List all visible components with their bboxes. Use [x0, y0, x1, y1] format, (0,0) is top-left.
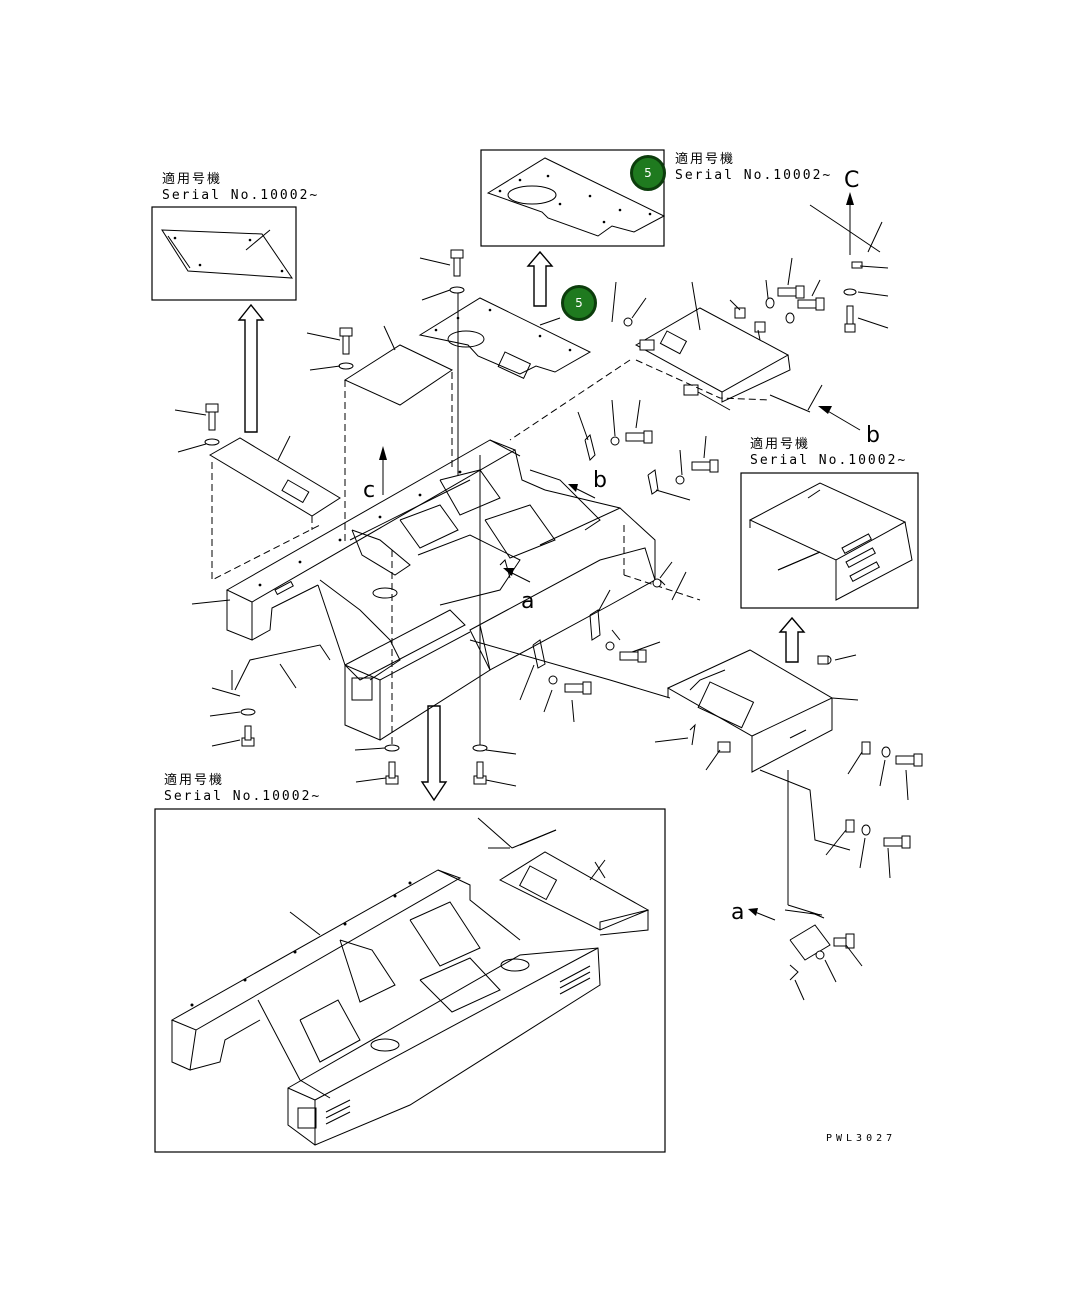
view-letter-C-upper: C [844, 168, 860, 193]
callout-badge-5-main[interactable]: 5 [561, 285, 597, 321]
right-lower-cover [469, 639, 834, 773]
left-cover-plate [209, 437, 341, 581]
arrow-up-left [237, 303, 265, 433]
callout-number: 5 [575, 296, 583, 310]
callout-badge-5-inset[interactable]: 5 [630, 155, 666, 191]
bolt-cover-mid [338, 327, 354, 370]
figure-code: PWL3027 [826, 1133, 897, 1144]
inset-box-frame [154, 808, 666, 1153]
inset-box-left-cover [151, 206, 297, 301]
view-letter-b-right: b [866, 423, 880, 448]
inset-box-top-cover [480, 149, 665, 247]
inset-right-cover-box [748, 482, 913, 601]
direction-arrows [237, 192, 861, 921]
serial-note-left: 適用号機 Serial No.10002~ [162, 172, 319, 204]
arrow-up-center [526, 250, 554, 307]
inner-cover-plate [343, 344, 454, 545]
serial-note-en: Serial No.10002~ [750, 453, 908, 468]
view-letter-c-left: c [363, 478, 376, 503]
clip-bolts-center [499, 430, 719, 695]
callout-number: 5 [644, 166, 652, 180]
arrow-up-right [778, 616, 806, 663]
right-upper-cover [509, 307, 811, 441]
bolt-top-center [449, 249, 465, 294]
serial-note-jp: 適用号機 [162, 172, 223, 187]
serial-note-jp: 適用号機 [675, 152, 736, 167]
view-letter-a-center: a [521, 589, 535, 614]
serial-note-jp: 適用号機 [164, 773, 225, 788]
serial-note-bottom: 適用号機 Serial No.10002~ [164, 773, 321, 805]
serial-note-en: Serial No.10002~ [675, 168, 833, 183]
bolts-right-upper [623, 204, 881, 333]
view-letter-a-right: a [731, 900, 745, 925]
view-letter-b-center: b [593, 468, 607, 493]
arrow-down-center [420, 705, 448, 802]
bolts-bottom [240, 708, 488, 785]
inset-frame-assembly [170, 817, 650, 1146]
main-frame-assembly [225, 439, 656, 741]
serial-note-jp: 適用号機 [750, 437, 811, 452]
inset-top-cover-plate [486, 157, 666, 237]
top-cover-plate [418, 297, 592, 379]
fasteners [204, 204, 923, 981]
serial-note-en: Serial No.10002~ [162, 188, 320, 203]
bolts-right-lower [659, 579, 923, 981]
inset-left-cover-plate [161, 229, 293, 279]
bolt-cover-left [204, 403, 220, 446]
inset-box-right-cover [740, 472, 919, 609]
part-leader-lines [174, 221, 909, 1001]
serial-note-top: 適用号機 Serial No.10002~ [675, 152, 832, 184]
serial-note-en: Serial No.10002~ [164, 789, 322, 804]
leader-and-guide-lines [231, 290, 851, 916]
serial-note-right: 適用号機 Serial No.10002~ [750, 437, 907, 469]
